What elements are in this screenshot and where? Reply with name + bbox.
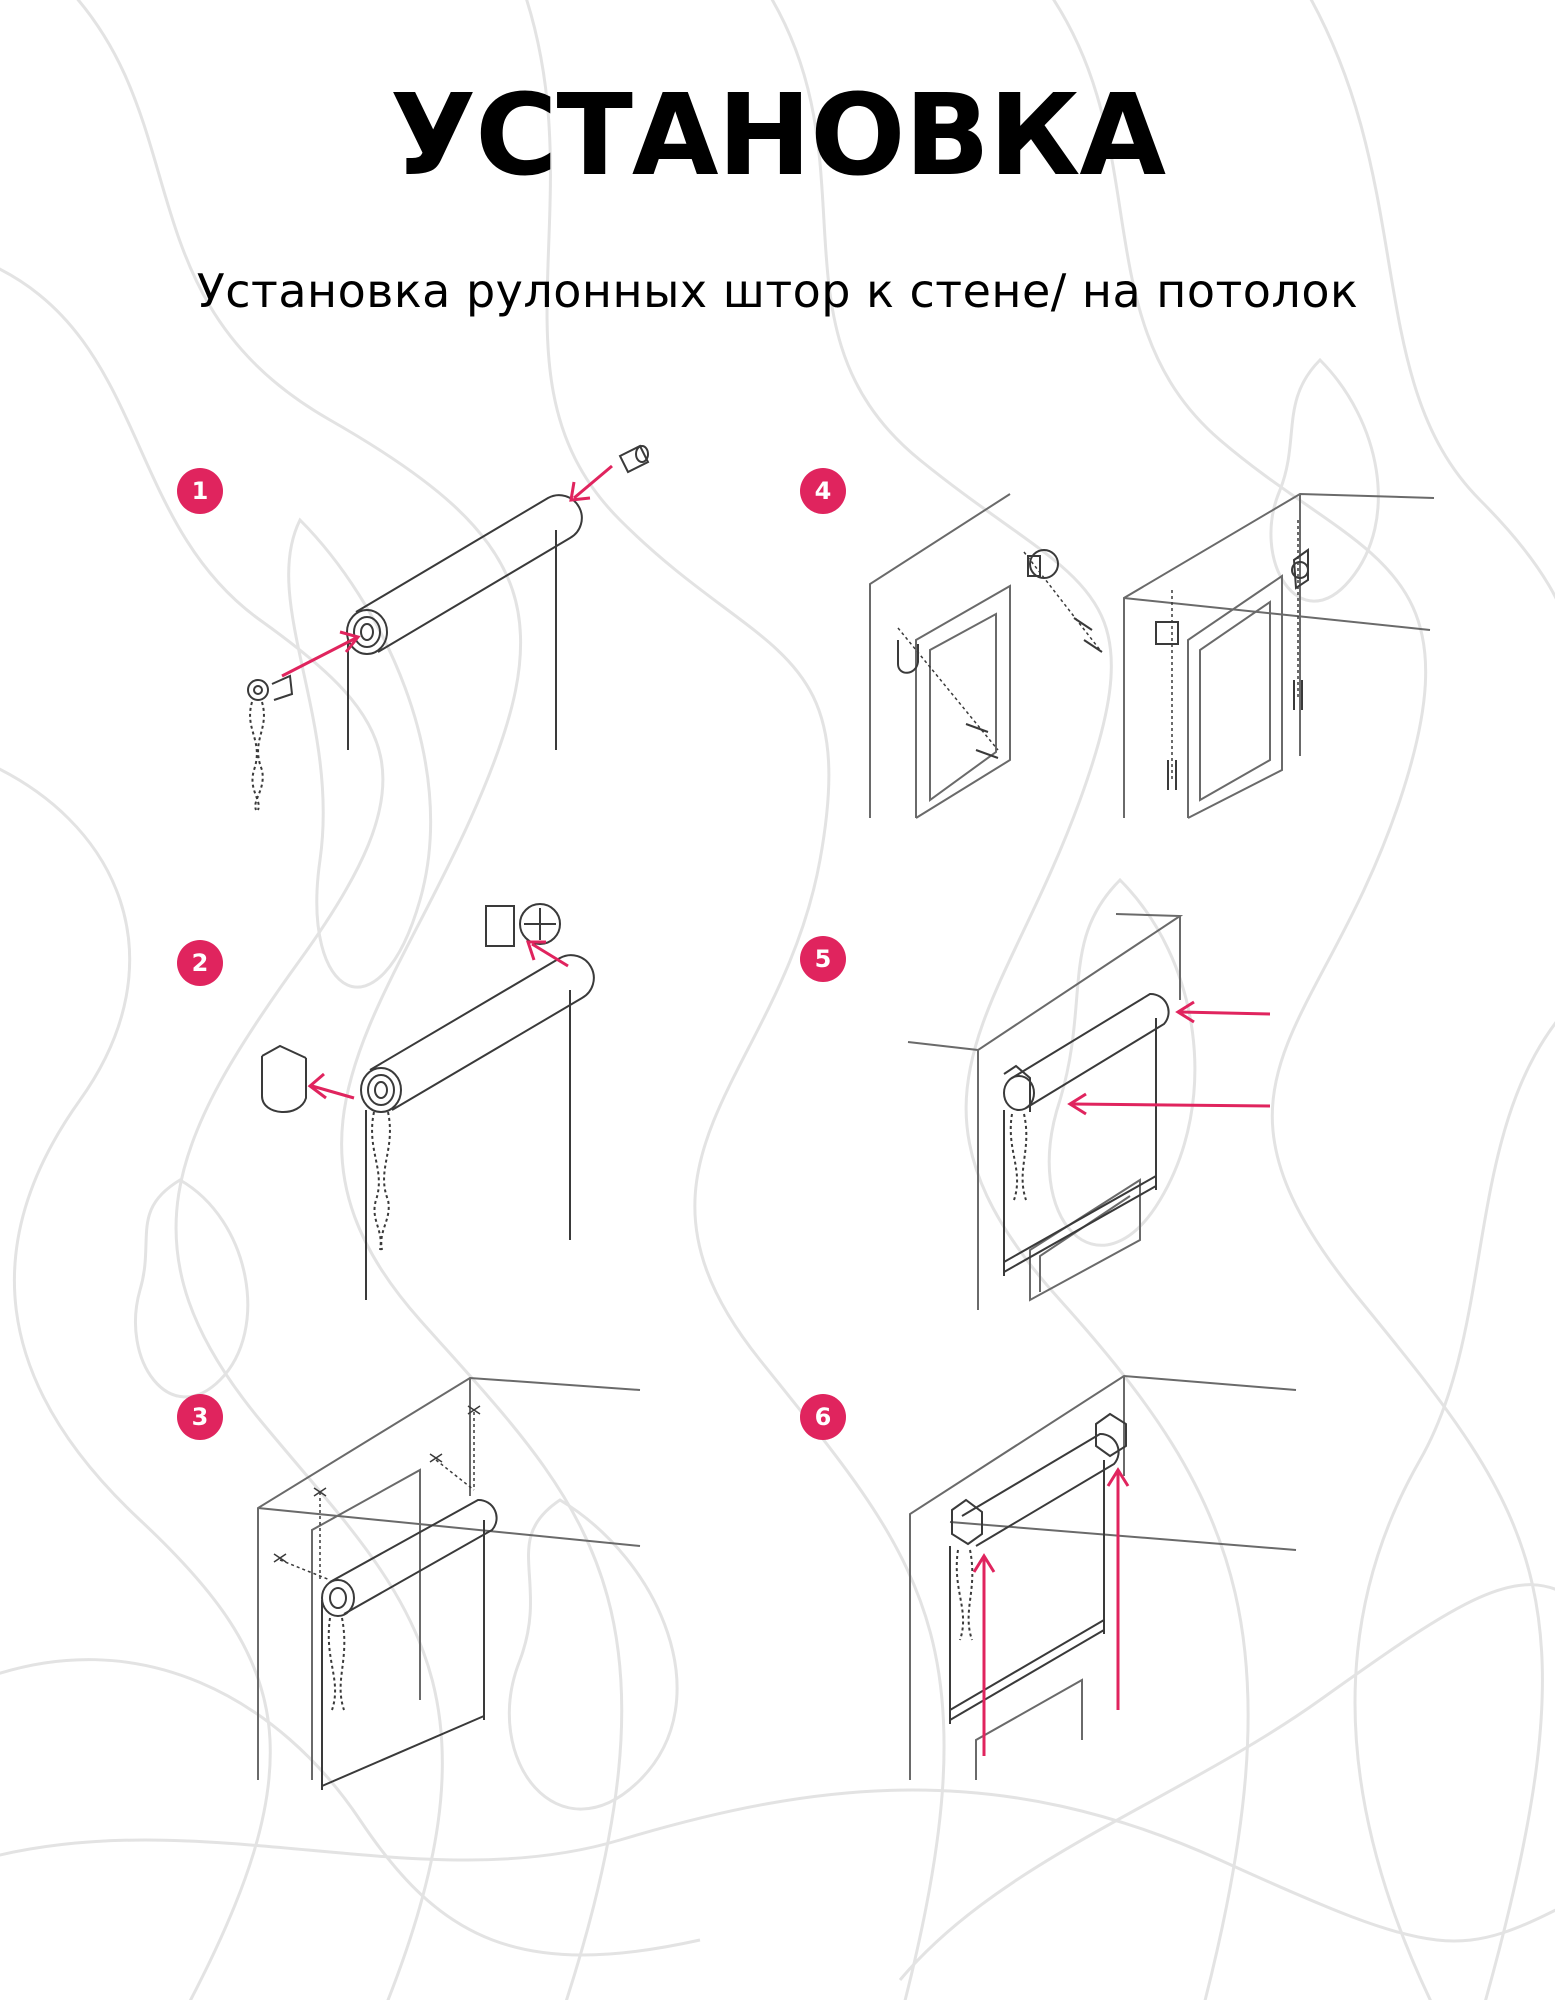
step-6-illustration xyxy=(0,0,1555,2000)
step-6-lock-in-place: 6 xyxy=(0,0,1555,2000)
